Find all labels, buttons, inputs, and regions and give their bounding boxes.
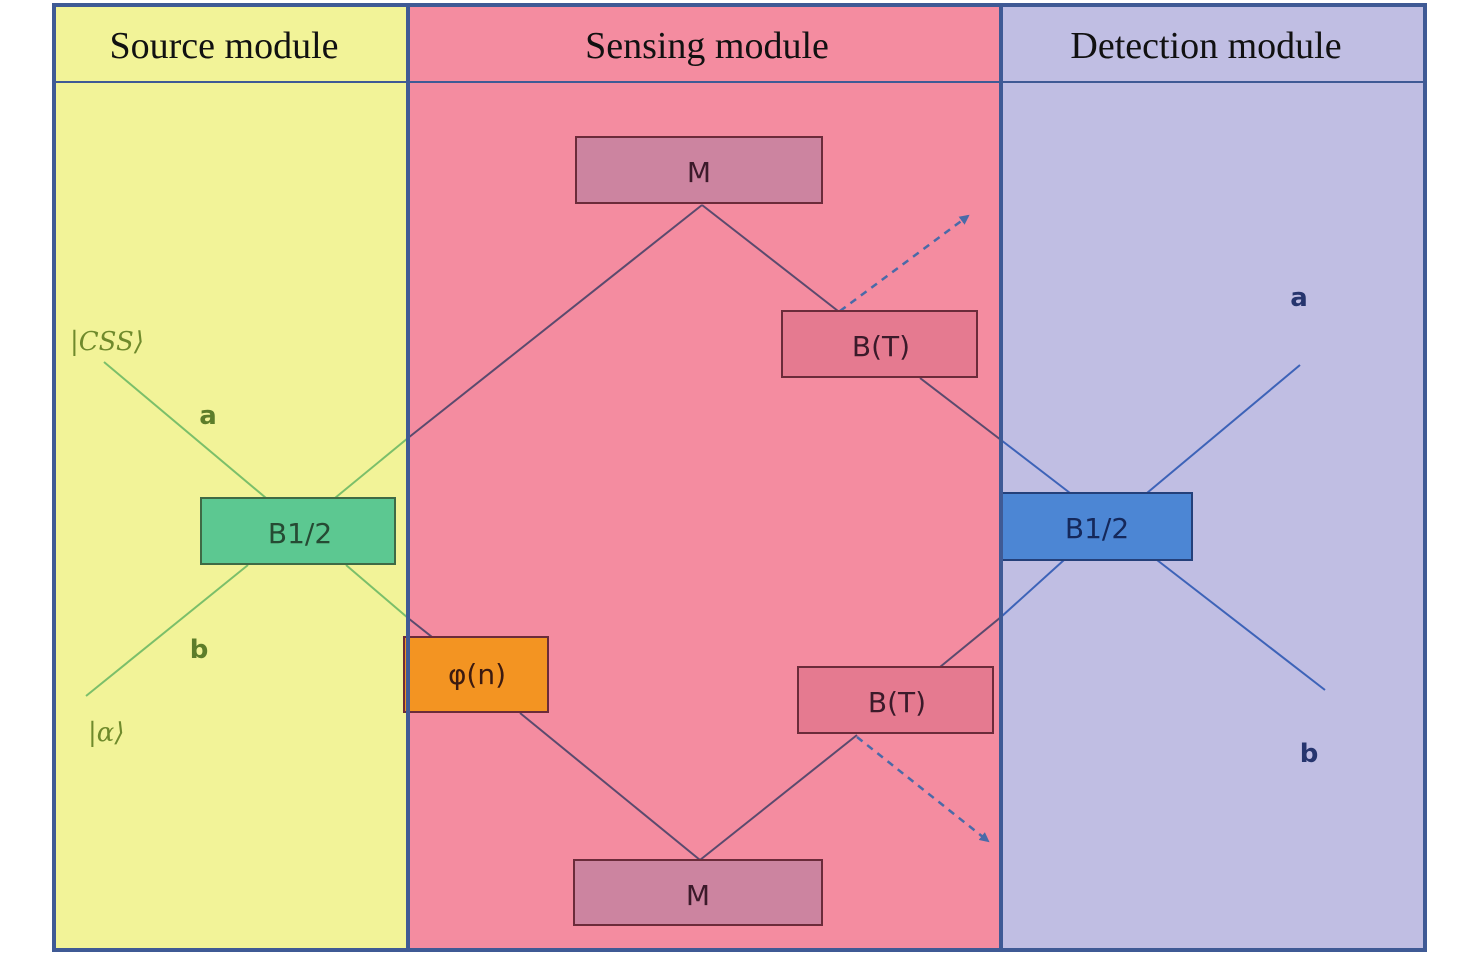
sensing-paths [407,204,1002,861]
input-port-b-label: b [190,635,209,665]
source-module-title: Source module [109,25,338,67]
upper-arm-to-detector [919,377,1002,441]
lower-arm-to-phase [407,617,433,638]
detection-beamsplitter: B1/2 [1001,492,1193,561]
loss-beamsplitter-upper: B(T) [781,310,978,378]
output-port-b-label: b [1300,739,1319,769]
mirror-top-label: M [687,156,711,189]
detector-lower-input [1000,559,1065,618]
loss-beamsplitter-lower: B(T) [797,666,994,734]
upper-arm-fall [701,204,839,312]
detection-module-title: Detection module [1070,25,1341,67]
upper-loss-arrow [839,214,970,313]
panel-borders [52,3,1427,952]
outer-border [52,3,1427,952]
loss-arrows [839,214,990,843]
lower-loss-arrow [856,736,990,843]
source-beamsplitter: B1/2 [200,497,396,565]
source-upper-output-path [334,437,409,499]
loss-upper-label: B(T) [852,330,910,363]
detector-upper-input [1000,439,1071,494]
lower-arm-fall [519,712,701,861]
input-port-a-label: a [199,401,217,431]
input-b-path [85,564,249,697]
mirror-bottom-label: M [686,879,710,912]
lower-arm-to-detector [939,616,1002,668]
loss-lower-label: B(T) [868,686,926,719]
output-a-path [1146,364,1301,494]
mirror-bottom: M [573,859,823,926]
source-lower-output-path [345,564,409,619]
coherent-state-label: |α⟩ [88,718,124,748]
css-state-label: |CSS⟩ [70,327,144,357]
output-b-path [1156,559,1326,691]
upper-arm-rise [407,204,703,439]
phase-shifter: φ(n) [403,636,549,713]
phase-shifter-label: φ(n) [448,658,506,691]
source-beamsplitter-label: B1/2 [268,517,332,550]
sensing-module-title: Sensing module [585,25,829,67]
lower-arm-rise [699,734,858,861]
input-a-path [103,361,267,499]
detection-module-panel [1001,5,1425,950]
mirror-top: M [575,136,823,204]
detection-beamsplitter-label: B1/2 [1065,512,1129,545]
source-paths [85,361,409,697]
output-port-a-label: a [1290,283,1308,313]
source-module-panel [54,5,408,950]
detection-paths [1000,364,1326,691]
